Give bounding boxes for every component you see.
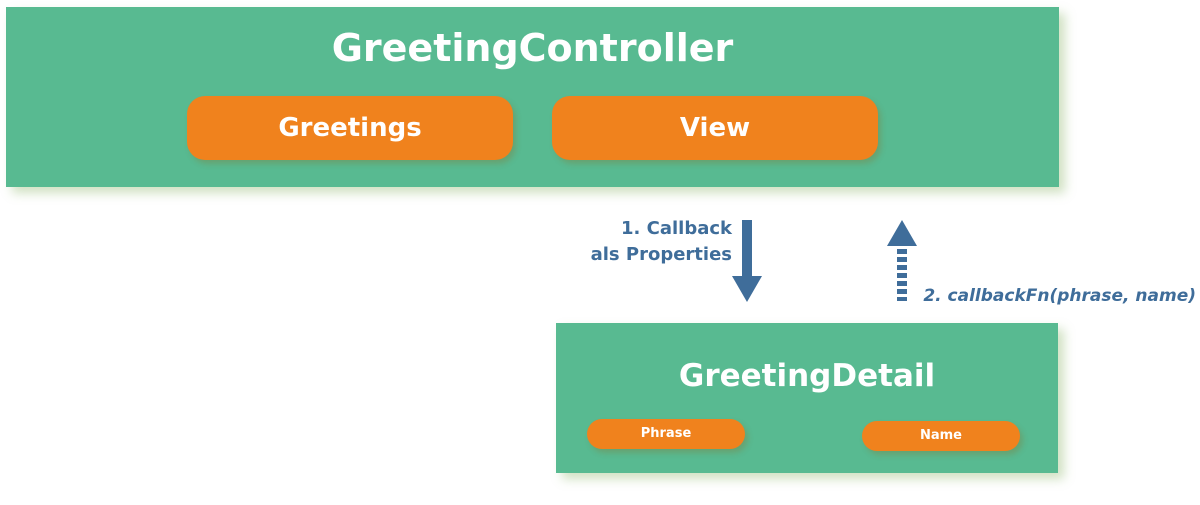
greeting-controller-box: GreetingController Greetings View [6,7,1059,187]
greeting-detail-box: GreetingDetail Phrase Name [556,323,1058,473]
view-pill: View [552,96,878,160]
phrase-pill: Phrase [587,419,745,449]
greeting-controller-title: GreetingController [331,26,734,70]
up-dashed-arrow-icon [887,220,917,301]
name-pill: Name [862,421,1020,451]
down-arrow-icon [732,220,762,302]
greetings-pill: Greetings [187,96,513,160]
callback-label-line2: als Properties [590,244,732,265]
callback-properties-label: 1. Callback als Properties [591,216,732,268]
callback-label-line1: 1. Callback [621,218,732,239]
callback-fn-label: 2. callbackFn(phrase, name) [923,286,1196,306]
greeting-detail-title: GreetingDetail [678,358,936,394]
